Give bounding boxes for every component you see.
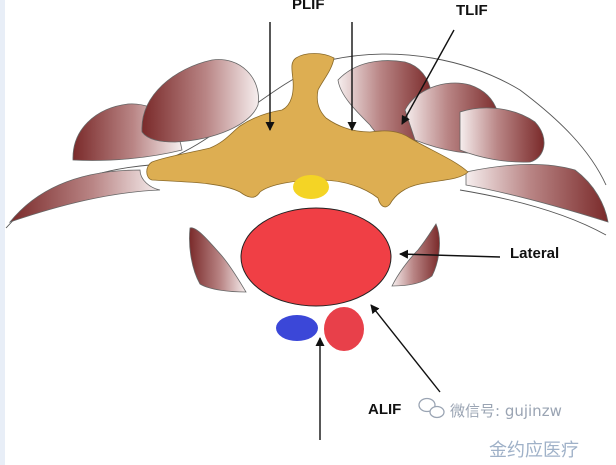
watermark-brand: 金约应医疗	[489, 440, 579, 461]
muscle-left-upper	[141, 59, 259, 143]
left-edge-strip	[0, 0, 5, 465]
psoas-left	[189, 227, 247, 293]
watermark-account: 微信号: gujinzw	[450, 402, 562, 420]
label-lateral: Lateral	[510, 245, 560, 262]
muscle-left-outer	[8, 169, 161, 223]
label-plif: PLIF	[292, 0, 325, 13]
wechat-logo-icon	[418, 397, 445, 419]
arrow-lateral	[399, 249, 501, 259]
label-tlif: TLIF	[456, 2, 488, 19]
muscle-right-outer	[465, 164, 609, 223]
label-alif: ALIF	[368, 401, 402, 418]
vena-cava	[276, 315, 318, 341]
arrow-alif-oblique	[370, 304, 441, 393]
muscle-right-lower	[459, 107, 545, 163]
aorta	[324, 307, 364, 351]
arrow-tlif	[401, 29, 455, 125]
vertebra-lamina	[146, 53, 469, 208]
spinal-cord	[293, 175, 329, 199]
intervertebral-disc	[240, 207, 392, 307]
skin-contour-right	[459, 189, 607, 236]
